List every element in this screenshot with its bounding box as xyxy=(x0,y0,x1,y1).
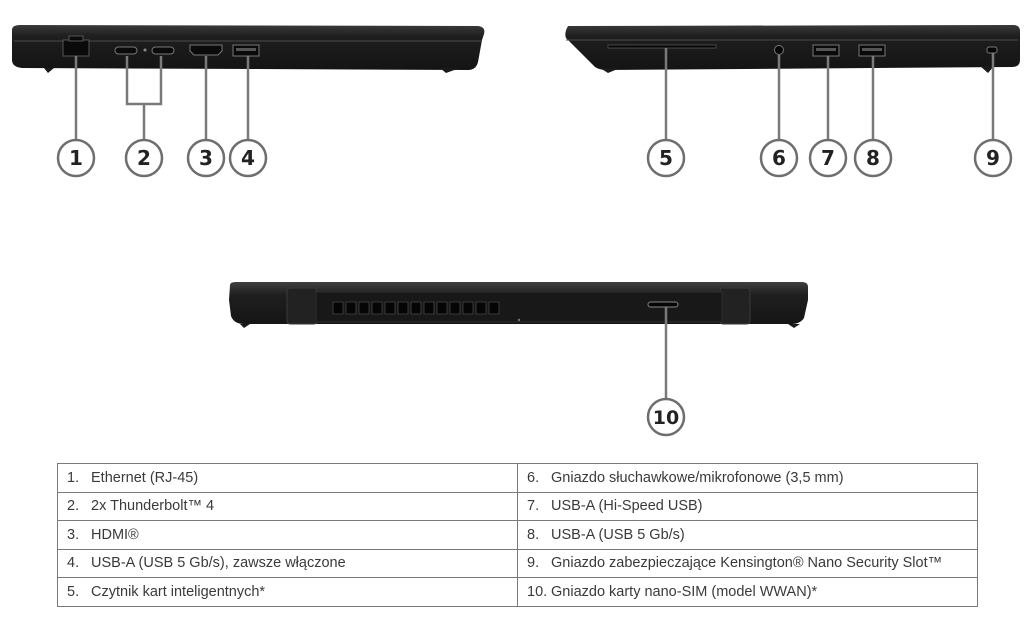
cooling-vents xyxy=(332,301,500,315)
leader-lines xyxy=(74,48,995,398)
audio-jack xyxy=(774,45,784,55)
table-cell: 2. 2x Thunderbolt™ 4 xyxy=(57,491,518,521)
item-label: Gniazdo karty nano-SIM (model WWAN)* xyxy=(551,583,818,600)
laptop-back-view xyxy=(229,282,808,328)
table-cell: 4. USB-A (USB 5 Gb/s), zawsze włączone xyxy=(57,548,518,578)
callout-label: 10 xyxy=(653,407,679,429)
item-number: 9. xyxy=(527,555,540,572)
callout-label: 8 xyxy=(866,146,880,170)
callout-label: 7 xyxy=(821,146,835,170)
table-cell: 8. USB-A (USB 5 Gb/s) xyxy=(517,520,978,550)
table-cell: 10.Gniazdo karty nano-SIM (model WWAN)* xyxy=(517,577,978,607)
callout-label: 3 xyxy=(199,146,213,170)
item-number: 5. xyxy=(67,583,80,600)
callout-8: 8 xyxy=(853,138,893,178)
item-label: HDMI® xyxy=(91,526,139,543)
table-cell: 3. HDMI® xyxy=(57,520,518,550)
table-row: 2. 2x Thunderbolt™ 4 7. USB-A (Hi-Speed US… xyxy=(57,491,978,521)
table-cell: 5. Czytnik kart inteligentnych* xyxy=(57,577,518,607)
item-label: Gniazdo zabezpieczające Kensington® Nano… xyxy=(551,555,943,572)
callout-label: 4 xyxy=(241,146,255,170)
callout-5: 5 xyxy=(646,138,686,178)
item-label: Czytnik kart inteligentnych* xyxy=(91,583,266,600)
callout-4: 4 xyxy=(228,138,268,178)
hdmi-port xyxy=(189,44,223,56)
callout-10: 10 xyxy=(646,397,686,437)
callout-label: 5 xyxy=(659,146,673,170)
kensington-slot xyxy=(986,46,998,54)
table-row: 3. HDMI® 8. USB-A (USB 5 Gb/s) xyxy=(57,520,978,550)
item-number: 3. xyxy=(67,526,80,543)
item-label: USB-A (Hi-Speed USB) xyxy=(551,498,703,515)
smart-card-slot xyxy=(607,44,717,49)
laptop-left-side-view xyxy=(12,25,485,73)
table-cell: 9. Gniazdo zabezpieczające Kensington® Na… xyxy=(517,548,978,578)
callout-7: 7 xyxy=(808,138,848,178)
item-label: Ethernet (RJ-45) xyxy=(91,469,199,486)
callout-label: 6 xyxy=(772,146,786,170)
item-number: 1. xyxy=(67,469,80,486)
table-cell: 1. Ethernet (RJ-45) xyxy=(57,463,518,493)
thunderbolt-ports xyxy=(114,46,175,55)
table-row: 1. Ethernet (RJ-45) 6. Gniazdo słuchawkowe… xyxy=(57,463,978,493)
laptop-right-side-view xyxy=(565,25,1020,73)
item-label: USB-A (USB 5 Gb/s) xyxy=(551,526,685,543)
table-row: 5. Czytnik kart inteligentnych* 10.Gniazd… xyxy=(57,577,978,607)
callout-2: 2 xyxy=(124,138,164,178)
callout-3: 3 xyxy=(186,138,226,178)
item-number: 8. xyxy=(527,526,540,543)
callout-label: 1 xyxy=(69,146,83,170)
item-label: USB-A (USB 5 Gb/s), zawsze włączone xyxy=(91,555,346,572)
item-number: 7. xyxy=(527,498,540,515)
usb-a-port-7 xyxy=(812,44,840,57)
item-label: 2x Thunderbolt™ 4 xyxy=(91,498,215,515)
nano-sim-slot xyxy=(647,301,679,308)
item-number: 10. xyxy=(527,583,548,600)
item-label: Gniazdo słuchawkowe/mikrofonowe (3,5 mm) xyxy=(551,469,844,486)
callout-9: 9 xyxy=(973,138,1013,178)
ports-diagram: 1 2 3 4 5 6 7 8 9 10 xyxy=(12,25,1020,437)
ports-legend-table: 1. Ethernet (RJ-45) 6. Gniazdo słuchawkowe… xyxy=(57,463,978,607)
table-cell: 6. Gniazdo słuchawkowe/mikrofonowe (3,5 m… xyxy=(517,463,978,493)
callout-1: 1 xyxy=(56,138,96,178)
usb-a-port-left xyxy=(232,44,260,57)
table-row: 4. USB-A (USB 5 Gb/s), zawsze włączone 9.… xyxy=(57,548,978,578)
item-number: 2. xyxy=(67,498,80,515)
item-number: 4. xyxy=(67,555,80,572)
callout-6: 6 xyxy=(759,138,799,178)
usb-a-port-8 xyxy=(858,44,886,57)
table-cell: 7. USB-A (Hi-Speed USB) xyxy=(517,491,978,521)
callout-label: 2 xyxy=(137,146,151,170)
item-number: 6. xyxy=(527,469,540,486)
callout-label: 9 xyxy=(986,146,1000,170)
